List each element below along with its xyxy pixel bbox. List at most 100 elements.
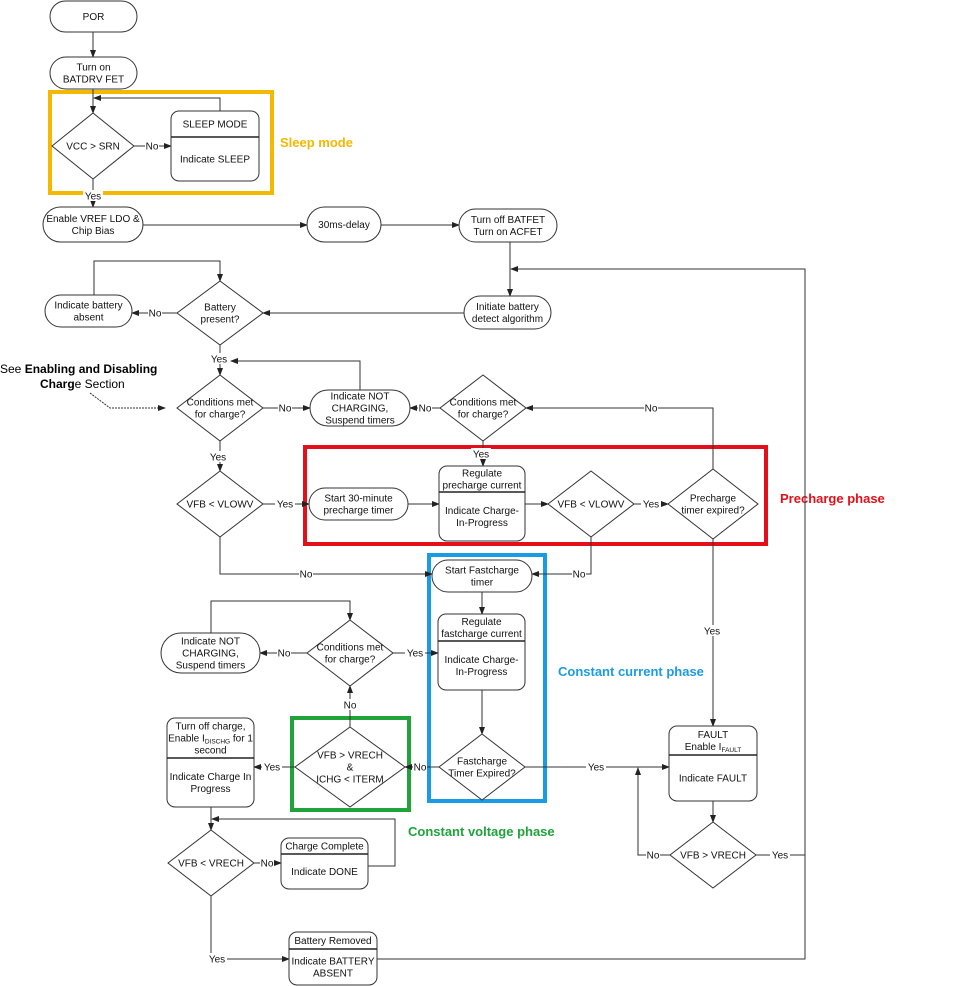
connector-label-no: No [647,851,660,862]
svg-text:See Enabling and Disabling: See Enabling and Disabling [0,362,157,376]
bat-absent-text: Indicate battery [54,301,122,312]
connector-label-yes: Yes [209,955,225,966]
connector-label-yes: Yes [473,450,489,461]
cv-text: VFB > VRECH [317,751,383,762]
reg-fc-body-text: In-Progress [456,667,508,678]
precharge-phase-label: Precharge phase [780,491,885,506]
connector-label-no: No [146,142,159,153]
connector-removed-to-detect [377,266,806,960]
reg-fc-body-text: Indicate Charge- [445,655,519,666]
batfet-text: Turn off BATFET [471,215,545,226]
terminal-shape [49,56,138,90]
node-por: POR [49,0,138,33]
connector-bat-absent-to-bat-present [93,260,223,295]
reg-pre-body-text: Indicate Charge- [445,506,519,517]
decision-shape [167,829,255,897]
label-background [644,402,658,413]
removed-title-text: Battery Removed [294,936,371,947]
label-background [278,402,292,413]
fault-title-text: Enable IFAULT [685,742,741,754]
connector-label-yes: Yes [211,355,227,366]
terminal-shape [309,389,411,427]
reg-fc-title-text: fastcharge current [441,629,522,640]
connector-sleep-to-vcc [93,95,221,111]
terminal-shape [306,206,382,243]
fc-exp-text: Fastcharge [457,757,507,768]
fc-exp-text: Timer Expired? [448,769,516,780]
vrech2-text: VFB > VRECH [680,851,746,862]
decision-shape [176,374,264,442]
vlowv1-text: VFB < VLOWV [187,500,254,511]
bat-absent-text: absent [73,313,103,324]
connector-complete-to-vrech1 [211,816,396,867]
dotted-arrow [89,392,166,411]
label-background [413,761,427,772]
label-background [405,647,425,658]
label-background [277,647,291,658]
decision-shape [51,112,135,180]
label-background [770,849,790,860]
connector-label-no: No [278,649,291,660]
por-text: POR [83,12,105,23]
label-background [208,451,228,462]
detect-text: detect algorithm [472,314,543,325]
label-background [262,761,282,772]
node-vcc: VCC > SRN [51,112,135,180]
connector-label-no: No [344,701,357,712]
connector-label-no: No [645,404,658,415]
cond3-text: for charge? [325,655,376,666]
process-shape [280,837,369,890]
connector-label-no: No [414,763,427,774]
label-background [418,402,432,413]
label-background [586,761,606,772]
detect-text: Initiate battery [476,302,539,313]
reg-pre-title-text: precharge current [443,481,522,492]
start30-text: precharge timer [323,506,394,517]
batdrv-text: Turn on [76,63,110,74]
see-enabling-disabling-note: See Enabling and Disabling Charge Sectio… [0,362,166,411]
decision-shape [176,470,264,538]
terminal-shape [463,295,552,330]
node-vrech1: VFB < VRECH [167,829,255,897]
decision-shape [306,619,394,687]
vlowv2-text: VFB < VLOWV [558,500,625,511]
batdrv-text: BATDRV FET [63,75,124,86]
decision-shape [667,468,759,540]
connector-notchg1-to-cond1 [230,358,361,390]
label-background [148,307,162,318]
pre-exp-text: timer expired? [681,506,745,517]
complete-title-text: Charge Complete [285,842,364,853]
bat-present-text: Battery [204,303,236,314]
process-shape [668,725,758,802]
vrech1-text: VFB < VRECH [178,859,244,870]
connector-label-yes: Yes [588,763,604,774]
decision-shape [669,821,757,889]
connector-label-no: No [149,309,162,320]
start30-text: Start 30-minute [324,494,393,505]
notchg1-text: Suspend timers [325,416,394,427]
sleep-mode-label: Sleep mode [280,135,353,150]
node-turnoff: Turn off charge,Enable IDISCHG for 1seco… [166,717,255,808]
connector-label-no: No [300,570,313,581]
process-shape [288,931,378,986]
notchg3-text: Suspend timers [176,661,245,672]
constant-current-phase-highlight [427,553,547,803]
process-shape [170,110,260,182]
connector-label-yes: Yes [210,453,226,464]
start-fc-text: Start Fastcharge [445,566,519,577]
label-background [343,699,357,710]
vcc-text: VCC > SRN [66,142,120,153]
node-cv: VFB > VRECH&ICHG < ITERM [294,726,406,808]
